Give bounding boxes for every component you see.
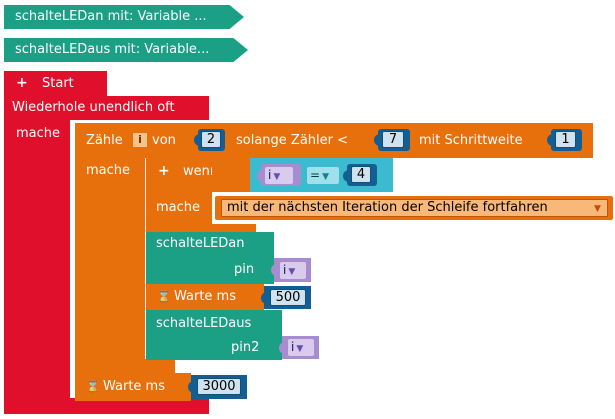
number-connector — [374, 134, 380, 146]
number-connector — [343, 170, 349, 182]
compare-var-block[interactable]: i▼ — [261, 164, 301, 186]
number-connector — [194, 134, 200, 146]
call-led-on-block[interactable]: schalteLEDan pin — [146, 232, 274, 284]
continue-loop-dropdown[interactable]: mit der nächsten Iteration der Schleife … — [221, 199, 608, 217]
dropdown-arrow-icon: ▼ — [296, 344, 304, 354]
procedure-def-led-on-label: schalteLEDan mit: Variable ... — [15, 9, 207, 24]
wait-500-number-field[interactable]: 500 — [270, 289, 306, 306]
wait-500-number-block[interactable]: 500 — [261, 286, 311, 309]
step-number-block[interactable]: 1 — [551, 129, 582, 151]
call-led-off-label: schalteLEDaus — [156, 316, 252, 331]
count-step-label: mit Schrittweite — [419, 133, 523, 148]
pin2-var-block[interactable]: i▼ — [279, 336, 319, 359]
count-loop-label: Zähle — [86, 133, 123, 148]
start-block[interactable]: + Start — [4, 71, 107, 96]
plus-icon[interactable]: + — [16, 75, 28, 91]
compare-var-name: i — [268, 168, 272, 182]
count-loop-block[interactable]: Zähle i von 2 solange Zähler < 7 mit Sch… — [75, 123, 593, 158]
step-number-field[interactable]: 1 — [555, 131, 576, 148]
count-from-label: von — [152, 133, 176, 148]
dropdown-arrow-icon: ▼ — [594, 204, 601, 214]
if-do-label: mache — [156, 200, 201, 215]
number-connector — [188, 381, 194, 393]
wait-500-label: Warte ms — [174, 289, 236, 304]
wait-3000-number-block[interactable]: 3000 — [188, 375, 247, 399]
wait-500-block[interactable]: ⌛ Warte ms — [146, 284, 264, 310]
if-label: wenn — [183, 164, 219, 179]
variable-connector — [271, 264, 277, 276]
pin-var-block[interactable]: i▼ — [271, 258, 311, 282]
compare-block[interactable]: i▼ =▼ 4 — [250, 158, 393, 192]
count-loop-body-arm: mache — [75, 158, 145, 373]
variable-connector — [279, 342, 285, 354]
count-loop-bottom — [75, 359, 175, 373]
dropdown-arrow-icon: ▼ — [322, 172, 329, 182]
pin2-var-name: i — [291, 340, 295, 354]
if-header-extension — [212, 158, 250, 192]
call-led-off-block[interactable]: schalteLEDaus pin2 — [146, 310, 282, 360]
wait-3000-label: Warte ms — [103, 379, 165, 394]
compare-var-field[interactable]: i▼ — [265, 167, 293, 184]
pin-var-name: i — [283, 263, 287, 277]
to-number-field[interactable]: 7 — [382, 131, 404, 148]
procedure-def-led-on[interactable]: schalteLEDan mit: Variable ... — [4, 5, 244, 29]
continue-loop-label: mit der nächsten Iteration der Schleife … — [227, 200, 548, 215]
pin-var-field[interactable]: i▼ — [280, 262, 306, 279]
operator-dropdown[interactable]: =▼ — [307, 167, 339, 184]
procedure-def-led-off-label: schalteLEDaus mit: Variable... — [15, 42, 210, 57]
number-connector — [261, 292, 267, 304]
dropdown-arrow-icon: ▼ — [273, 172, 281, 182]
wait-3000-block[interactable]: ⌛ Warte ms — [75, 373, 191, 401]
call-led-off-pin-label: pin2 — [231, 340, 260, 355]
from-number-field[interactable]: 2 — [201, 131, 221, 148]
if-bottom — [146, 224, 256, 232]
number-connector — [547, 134, 553, 146]
call-led-on-pin-label: pin — [234, 262, 255, 277]
hourglass-icon: ⌛ — [86, 380, 100, 393]
continue-loop-block[interactable]: mit der nächsten Iteration der Schleife … — [215, 196, 613, 220]
count-while-label: solange Zähler < — [236, 133, 349, 148]
wait-3000-number-field[interactable]: 3000 — [197, 378, 241, 395]
forever-loop-label: Wiederhole unendlich oft — [12, 100, 175, 115]
from-number-block[interactable]: 2 — [198, 129, 225, 151]
to-number-block[interactable]: 7 — [378, 129, 410, 151]
forever-do-label: mache — [16, 126, 61, 141]
operator-label: = — [310, 168, 321, 182]
pin2-var-field[interactable]: i▼ — [288, 339, 314, 356]
if-block[interactable]: + wenn mache — [146, 158, 218, 230]
variable-connector — [257, 170, 263, 182]
count-do-label: mache — [86, 163, 131, 178]
procedure-def-led-off[interactable]: schalteLEDaus mit: Variable... — [4, 38, 248, 62]
hourglass-icon: ⌛ — [157, 290, 171, 303]
plus-icon[interactable]: + — [158, 163, 170, 179]
loop-var-badge[interactable]: i — [133, 133, 147, 147]
compare-number-field[interactable]: 4 — [351, 166, 371, 183]
compare-number-block[interactable]: 4 — [347, 164, 377, 186]
call-led-on-label: schalteLEDan — [156, 236, 245, 251]
start-label: Start — [42, 76, 74, 91]
dropdown-arrow-icon: ▼ — [288, 267, 296, 277]
